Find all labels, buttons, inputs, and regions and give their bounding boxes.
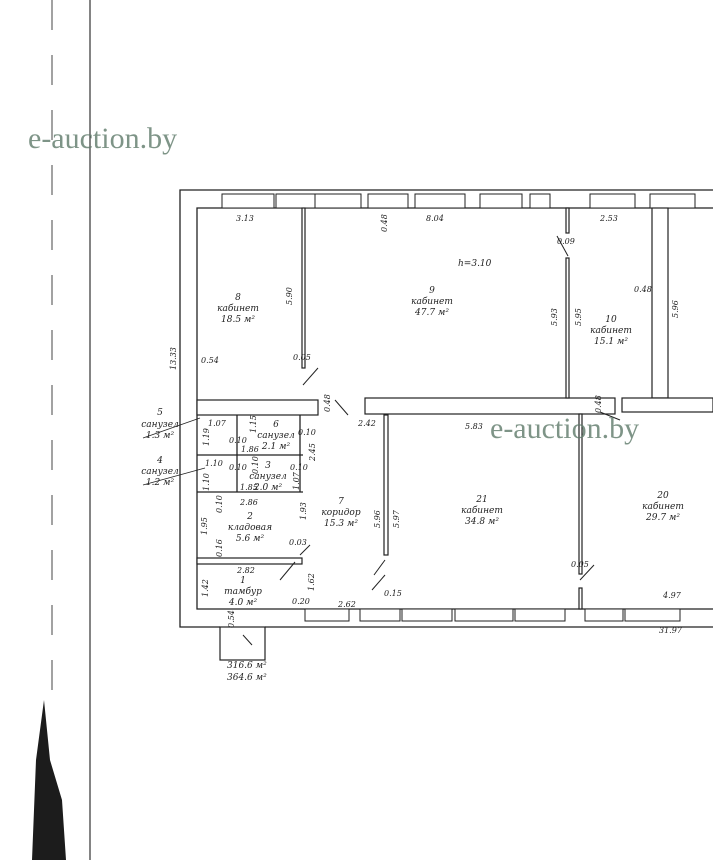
scan-shadow [32, 700, 66, 860]
room-20-area: 29.7 м² [645, 513, 680, 523]
dimension: 1.62 [307, 573, 316, 591]
room-2-area: 5.6 м² [236, 534, 265, 544]
dimension: 2.82 [236, 566, 255, 575]
room-6-number: 6 [273, 420, 279, 430]
outer-walls [179, 189, 713, 661]
dimension: 0.09 [557, 237, 575, 246]
room-10-number: 10 [605, 315, 617, 325]
dimension: 0.10 [290, 463, 308, 472]
room-20-name: кабинет [642, 501, 684, 512]
dimension: 0.16 [215, 539, 224, 557]
dimension: 5.96 [373, 510, 382, 528]
ceiling-height: h=3.10 [458, 259, 492, 269]
dimension: 1.19 [202, 428, 211, 446]
internal-walls [196, 207, 713, 610]
dimension: 2.53 [599, 214, 618, 223]
room-3-number: 3 [265, 461, 271, 471]
room-6-area: 2.1 м² [261, 442, 291, 452]
dimension: 1.10 [205, 459, 223, 468]
dimension: 1.07 [208, 419, 227, 428]
room-2-name: кладовая [228, 523, 272, 533]
dimension: 1.10 [202, 473, 211, 491]
room-7-area: 15.3 м² [324, 519, 358, 529]
dimension: 0.54 [201, 356, 219, 365]
dimension: 1.86 [241, 445, 259, 454]
dimension: 0.10 [251, 456, 260, 474]
watermark: e-auction.by [28, 122, 177, 155]
room-9-number: 9 [429, 286, 435, 296]
dimension: 0.48 [634, 285, 652, 294]
room-21-area: 34.8 м² [465, 517, 499, 527]
dimension: 5.83 [465, 422, 483, 431]
room-4-name: санузел [141, 467, 179, 477]
dimension: 31.97 [659, 626, 683, 635]
dimension: 2.45 [308, 443, 317, 462]
room-9-area: 47.7 м² [414, 308, 449, 318]
room-3-name: санузел [249, 472, 287, 482]
room-8-number: 8 [235, 293, 241, 303]
dimension-labels: 3.13 0.48 8.04 2.53 0.09 5.90 5.93 5.95 … [169, 214, 683, 635]
room-4-area: 1.2 м² [146, 478, 175, 488]
dimension: 1.15 [249, 415, 258, 433]
room-3-area: 2.0 м² [253, 483, 283, 493]
room-2-number: 2 [246, 512, 253, 522]
dimension: 2.42 [357, 419, 376, 428]
room-10-name: кабинет [590, 325, 632, 336]
dimension: 5.93 [550, 308, 559, 326]
dimension: 2.62 [337, 600, 356, 609]
dimension: 0.03 [289, 538, 307, 547]
room-21-number: 21 [475, 495, 487, 505]
dimension: 0.05 [571, 560, 589, 569]
dimension: 4.97 [662, 591, 682, 600]
watermark: e-auction.by [490, 412, 639, 445]
dimension: 1.85 [240, 483, 258, 492]
dimension: 0.10 [215, 495, 224, 513]
dimension: 5.96 [671, 300, 680, 318]
total-area-1: 316.6 м² [227, 661, 267, 671]
doors [242, 235, 621, 646]
room-7-name: коридор [321, 508, 360, 518]
dimension: 13.33 [169, 347, 178, 370]
room-8-name: кабинет [217, 303, 259, 314]
room-8-area: 18.5 м² [221, 315, 255, 325]
room-5-number: 5 [157, 408, 163, 418]
room-4-number: 4 [156, 456, 163, 466]
dimension: 8.04 [426, 214, 444, 223]
total-area-2: 364.6 м² [227, 673, 267, 683]
dimension: 0.20 [292, 597, 310, 606]
room-21-name: кабинет [461, 505, 503, 516]
room-1-number: 1 [240, 576, 246, 586]
room-1-area: 4.0 м² [228, 598, 258, 608]
dimension: 0.48 [323, 394, 332, 412]
dimension: 1.95 [200, 517, 209, 535]
room-label-leaders [142, 417, 206, 486]
dimension: 0.15 [384, 589, 402, 598]
room-5-area: 1.3 м² [146, 431, 175, 441]
room-10-area: 15.1 м² [594, 337, 628, 347]
dimension: 0.10 [298, 428, 316, 437]
room-9-name: кабинет [411, 296, 453, 307]
dimension: 1.07 [292, 471, 301, 490]
dimension: 0.10 [229, 436, 247, 445]
dimension: 5.97 [392, 509, 401, 528]
dimension: 0.05 [293, 353, 311, 362]
room-5-name: санузел [141, 420, 179, 430]
dimension: 0.54 [227, 610, 236, 628]
room-7-number: 7 [338, 497, 344, 507]
room-1-name: тамбур [224, 586, 262, 597]
room-6-name: санузел [257, 431, 295, 441]
room-20-number: 20 [656, 491, 669, 501]
dimension: 0.48 [380, 214, 389, 232]
dimension: 2.86 [239, 498, 258, 507]
dimension: 3.13 [236, 214, 254, 223]
dimension: 5.90 [285, 287, 294, 305]
dimension: 0.48 [594, 395, 603, 413]
dimension: 5.95 [574, 308, 583, 326]
room-labels: 8 кабинет 18.5 м² 9 кабинет 47.7 м² 10 к… [141, 286, 684, 608]
dimension: 0.10 [229, 463, 247, 472]
dimension: 1.93 [299, 502, 308, 520]
dimension: 1.42 [201, 579, 210, 597]
